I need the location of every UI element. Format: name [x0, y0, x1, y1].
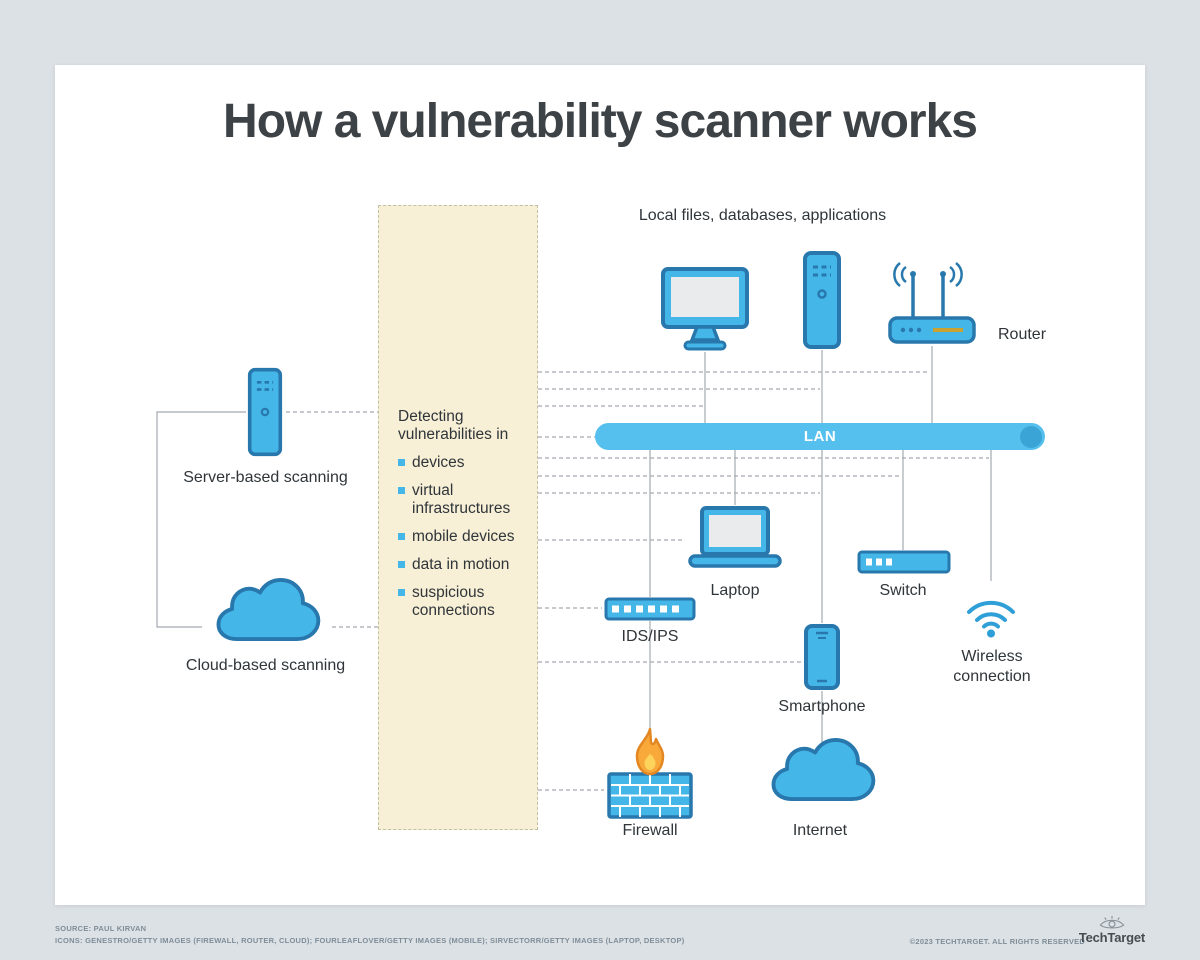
smartphone-label: Smartphone	[778, 698, 866, 715]
lan-bus: LAN	[595, 423, 1045, 450]
ids-ips-appliance-icon	[604, 597, 696, 621]
desktop-computer-icon	[660, 266, 750, 352]
bullet-square-icon	[398, 459, 405, 466]
rack-server-icon	[801, 250, 843, 350]
detect-panel-heading: Detecting vulnerabilities in	[398, 408, 509, 443]
firewall-flame-icon	[606, 726, 694, 820]
server-tower-icon	[246, 367, 284, 457]
list-item: devices	[398, 454, 526, 472]
lan-label: LAN	[803, 428, 837, 445]
list-item: virtual infrastructures	[398, 482, 526, 518]
eye-logo-icon	[1099, 916, 1125, 929]
page-title: How a vulnerability scanner works	[223, 95, 978, 148]
list-item-label: devices	[412, 454, 465, 471]
ids-ips-label: IDS/IPS	[621, 628, 679, 645]
cloud-icon	[202, 571, 330, 649]
bullet-square-icon	[398, 561, 405, 568]
footer-source: SOURCE: PAUL KIRVAN	[55, 924, 147, 933]
footer-icons-credit: ICONS: GENESTRO/GETTY IMAGES (FIREWALL, …	[55, 936, 685, 945]
bullet-square-icon	[398, 487, 405, 494]
local-resources-label: Local files, databases, applications	[638, 207, 887, 224]
wireless-connection-label: Wireless connection	[953, 648, 1031, 685]
cloud-scanning-label: Cloud-based scanning	[185, 657, 346, 674]
detect-panel-content: Detecting vulnerabilities in devices vir…	[398, 408, 526, 630]
router-icon	[887, 262, 977, 346]
list-item: data in motion	[398, 556, 526, 574]
router-label: Router	[998, 326, 1047, 343]
list-item: mobile devices	[398, 528, 526, 546]
internet-cloud-icon	[757, 731, 885, 809]
smartphone-icon	[803, 623, 841, 691]
firewall-label: Firewall	[622, 822, 678, 839]
internet-label: Internet	[792, 822, 848, 839]
bullet-square-icon	[398, 533, 405, 540]
list-item: suspicious connections	[398, 584, 526, 620]
techtarget-logo: TechTarget	[1079, 915, 1145, 945]
wifi-icon	[956, 581, 1026, 641]
network-switch-icon	[857, 550, 951, 574]
list-item-label: data in motion	[412, 556, 510, 573]
laptop-icon	[687, 505, 783, 569]
bullet-square-icon	[398, 589, 405, 596]
lan-endcap	[1020, 425, 1042, 448]
detect-panel	[378, 205, 538, 830]
list-item-label: mobile devices	[412, 528, 515, 545]
list-item-label: suspicious connections	[412, 584, 495, 619]
server-scanning-label: Server-based scanning	[183, 469, 348, 486]
list-item-label: virtual infrastructures	[412, 482, 511, 517]
detect-list: devices virtual infrastructures mobile d…	[398, 454, 526, 620]
brand-name: TechTarget	[1078, 930, 1145, 945]
laptop-label: Laptop	[710, 582, 760, 599]
switch-label: Switch	[879, 582, 927, 599]
footer-copyright: ©2023 TECHTARGET. ALL RIGHTS RESERVED	[909, 937, 1085, 946]
